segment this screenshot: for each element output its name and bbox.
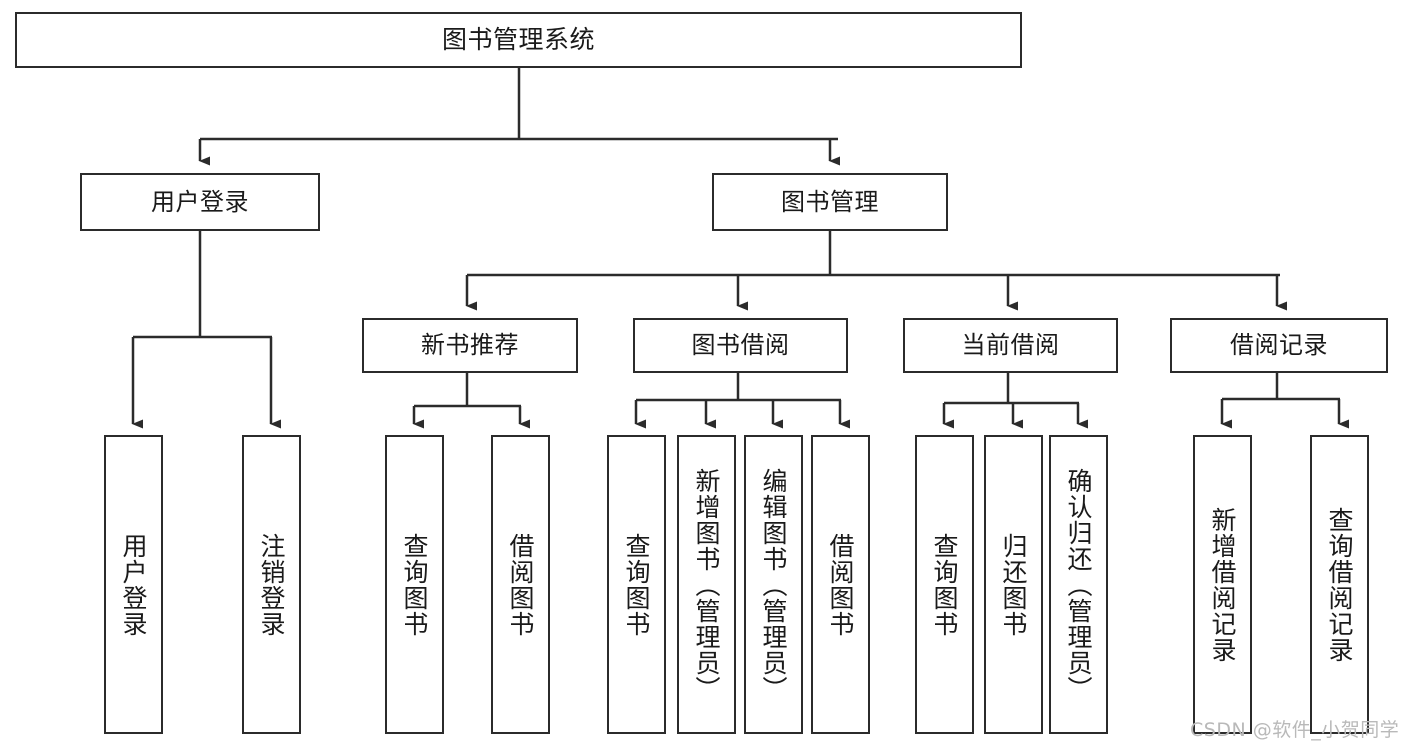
node-book-borrow[interactable]: 图书借阅: [633, 318, 848, 373]
leaf-query-borrow-record[interactable]: 查询借阅记录: [1310, 435, 1369, 734]
leaf-query-book-newbook[interactable]: 查询图书: [385, 435, 444, 734]
node-label: 图书管理: [781, 187, 879, 216]
leaf-edit-book-admin[interactable]: 编辑图书（管理员）: [744, 435, 803, 734]
node-label: 当前借阅: [961, 331, 1060, 360]
leaf-add-borrow-record[interactable]: 新增借阅记录: [1193, 435, 1252, 734]
leaf-return-book[interactable]: 归还图书: [984, 435, 1043, 734]
node-label: 注销登录: [257, 532, 286, 637]
node-label: 查询图书: [930, 532, 959, 637]
node-current-borrow[interactable]: 当前借阅: [903, 318, 1118, 373]
node-book-management[interactable]: 图书管理: [712, 173, 948, 231]
node-label: 查询借阅记录: [1325, 506, 1354, 663]
node-label: 用户登录: [119, 532, 148, 637]
leaf-add-book-admin[interactable]: 新增图书（管理员）: [677, 435, 736, 734]
leaf-query-book-borrow[interactable]: 查询图书: [607, 435, 666, 734]
node-root-book-management-system[interactable]: 图书管理系统: [15, 12, 1022, 68]
node-label: 查询图书: [622, 532, 651, 637]
node-label: 编辑图书（管理员）: [759, 467, 788, 702]
node-new-book-recommend[interactable]: 新书推荐: [362, 318, 578, 373]
node-borrow-record[interactable]: 借阅记录: [1170, 318, 1388, 373]
leaf-logout-login[interactable]: 注销登录: [242, 435, 301, 734]
node-label: 图书管理系统: [441, 25, 595, 55]
leaf-borrow-book[interactable]: 借阅图书: [811, 435, 870, 734]
node-label: 借阅图书: [826, 532, 855, 637]
node-label: 图书借阅: [691, 331, 790, 360]
leaf-user-login[interactable]: 用户登录: [104, 435, 163, 734]
leaf-confirm-return-admin[interactable]: 确认归还（管理员）: [1049, 435, 1108, 734]
csdn-watermark: CSDN @软件_小贺同学: [1190, 719, 1400, 741]
leaf-query-book-current[interactable]: 查询图书: [915, 435, 974, 734]
node-label: 借阅记录: [1230, 331, 1328, 360]
node-user-login[interactable]: 用户登录: [80, 173, 320, 231]
node-label: 借阅图书: [506, 532, 535, 637]
node-label: 归还图书: [999, 532, 1028, 637]
leaf-borrow-book-newbook[interactable]: 借阅图书: [491, 435, 550, 734]
node-label: 确认归还（管理员）: [1064, 467, 1093, 702]
node-label: 新增借阅记录: [1208, 506, 1237, 663]
node-label: 用户登录: [151, 187, 249, 216]
node-label: 新增图书（管理员）: [692, 467, 721, 702]
node-label: 新书推荐: [421, 331, 519, 360]
node-label: 查询图书: [400, 532, 429, 637]
